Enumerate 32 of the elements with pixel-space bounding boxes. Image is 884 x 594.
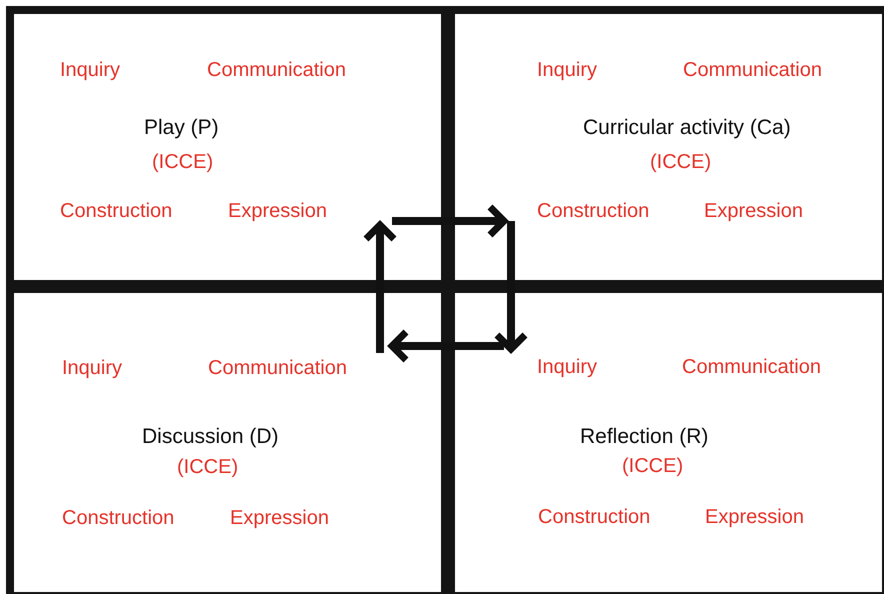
term-label: Inquiry bbox=[537, 355, 598, 379]
term-label: (ICCE) bbox=[177, 455, 238, 479]
phase-heading: Discussion (D) bbox=[142, 425, 279, 449]
term-label: (ICCE) bbox=[650, 150, 712, 174]
phase-heading: Reflection (R) bbox=[580, 425, 708, 449]
term-label: Construction bbox=[537, 199, 650, 223]
term-label: (ICCE) bbox=[152, 150, 214, 174]
term-label: Expression bbox=[228, 199, 327, 223]
term-label: (ICCE) bbox=[622, 454, 684, 478]
term-label: Inquiry bbox=[62, 356, 122, 380]
term-label: Communication bbox=[683, 58, 822, 82]
term-label: Inquiry bbox=[537, 58, 598, 82]
term-label: Expression bbox=[704, 199, 803, 223]
cycle-arrow bbox=[362, 222, 398, 353]
cycle-arrow bbox=[392, 204, 508, 238]
cycle-arrow bbox=[494, 221, 528, 352]
term-label: Inquiry bbox=[60, 58, 120, 82]
quadrant-panel bbox=[14, 14, 441, 280]
quadrant-panel bbox=[455, 14, 882, 280]
term-label: Communication bbox=[682, 355, 821, 379]
term-label: Communication bbox=[207, 58, 346, 82]
term-label: Construction bbox=[60, 199, 172, 223]
term-label: Communication bbox=[208, 356, 347, 380]
term-label: Construction bbox=[62, 506, 174, 530]
quadrant-panel bbox=[455, 293, 882, 592]
phase-heading: Play (P) bbox=[144, 116, 219, 140]
term-label: Expression bbox=[230, 506, 329, 530]
term-label: Expression bbox=[705, 505, 804, 529]
phase-heading: Curricular activity (Ca) bbox=[583, 116, 791, 140]
term-label: Construction bbox=[538, 505, 650, 529]
cycle-arrow bbox=[388, 328, 504, 364]
quadrant-panel bbox=[14, 293, 441, 592]
